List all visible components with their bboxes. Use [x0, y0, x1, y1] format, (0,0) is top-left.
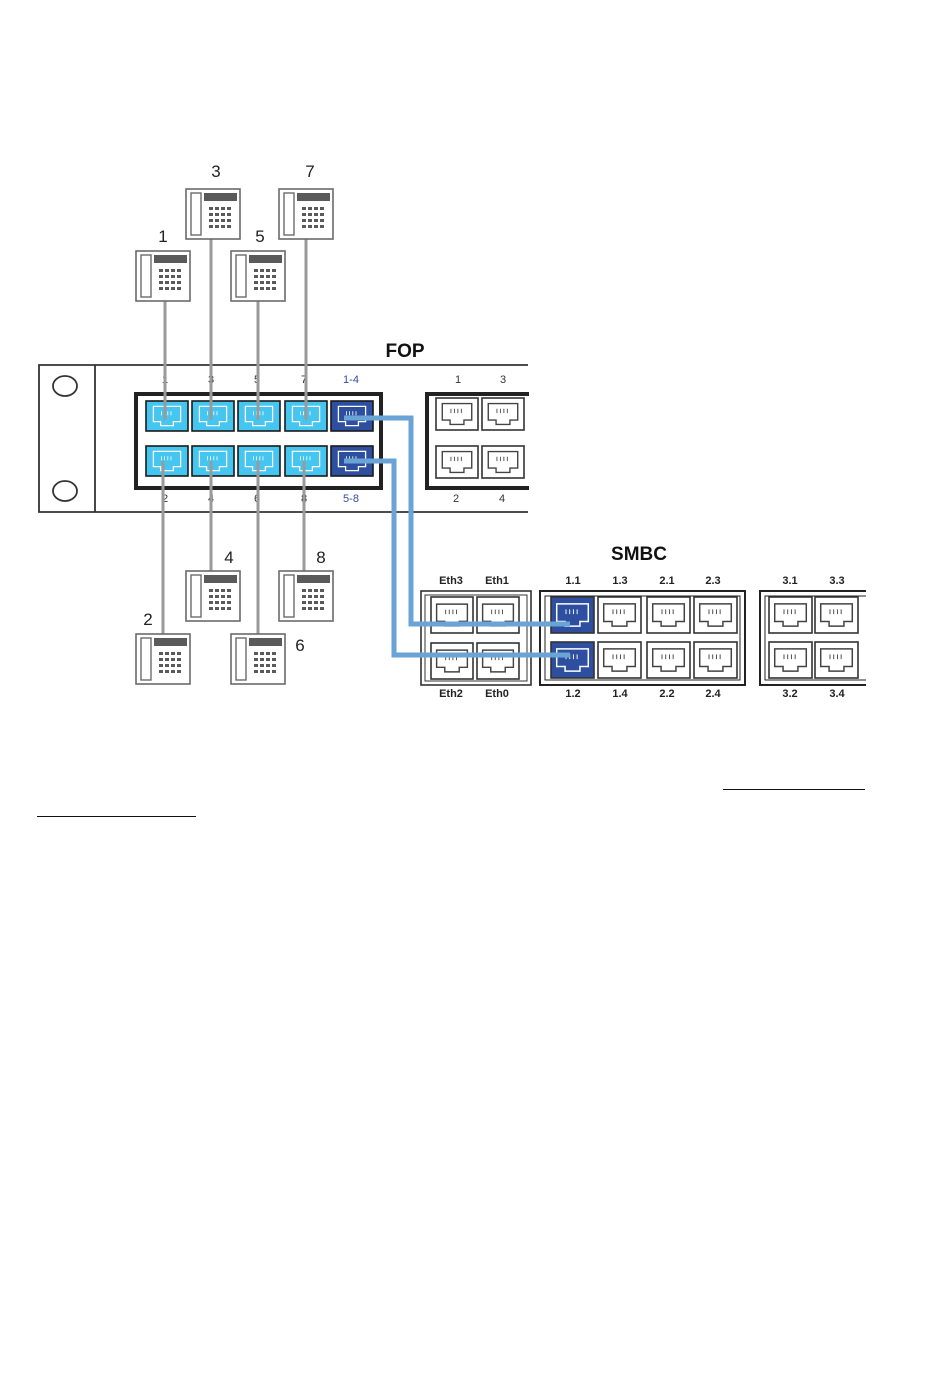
- desk-phone-icon: [136, 251, 190, 301]
- fop-side-port: [436, 398, 478, 430]
- fop-side-label: 3: [500, 374, 506, 386]
- fop-side-port: [436, 446, 478, 478]
- desk-phone-icon: [186, 189, 240, 239]
- fop-title: FOP: [385, 341, 424, 362]
- smbc-port-label: 1.1: [565, 575, 580, 587]
- phone-number-label: 3: [211, 162, 220, 181]
- smbc-port: [769, 597, 812, 633]
- fop-side-label: 2: [453, 493, 459, 505]
- fop-port: [192, 401, 234, 431]
- phone-number-label: 4: [224, 548, 233, 567]
- smbc-port-label: 2.2: [659, 688, 674, 700]
- mounting-hole-icon: [53, 481, 77, 501]
- smbc-eth-port: [431, 597, 473, 633]
- fop-rack-panel: [39, 360, 589, 520]
- desk-phone-icon: [231, 251, 285, 301]
- smbc-port: [598, 642, 641, 678]
- desk-phone-icon: [186, 571, 240, 621]
- smbc-eth-label: Eth2: [439, 688, 463, 700]
- smbc-port-label: 3.4: [829, 688, 845, 700]
- smbc-port-label: 3.1: [782, 575, 797, 587]
- smbc-eth-port: [477, 643, 519, 679]
- smbc-eth-label: Eth0: [485, 688, 509, 700]
- smbc-port: [769, 642, 812, 678]
- desk-phone-icon: [136, 634, 190, 684]
- smbc-port-label: 1.4: [612, 688, 628, 700]
- smbc-port: [694, 642, 737, 678]
- phone-number-label: 8: [316, 548, 325, 567]
- fop-side-label: 1: [455, 374, 461, 386]
- smbc-eth-port: [431, 643, 473, 679]
- phone-number-label: 2: [143, 610, 152, 629]
- phone-number-label: 7: [305, 162, 314, 181]
- smbc-eth-label: Eth3: [439, 575, 463, 587]
- smbc-eth-label: Eth1: [485, 575, 509, 587]
- desk-phone-icon: [279, 571, 333, 621]
- phone-number-label: 1: [158, 227, 167, 246]
- smbc-port: [598, 597, 641, 633]
- fop-port: [192, 446, 234, 476]
- smbc-port: [551, 597, 594, 633]
- smbc-port: [694, 597, 737, 633]
- smbc-port-label: 2.3: [705, 575, 720, 587]
- desk-phone-icon: [231, 634, 285, 684]
- smbc-port: [815, 597, 858, 633]
- phone-number-label: 6: [295, 636, 304, 655]
- fop-side-port: [482, 446, 524, 478]
- fop-port: [146, 446, 188, 476]
- fop-port: [285, 446, 327, 476]
- desk-phone-icon: [279, 189, 333, 239]
- fop-side-port: [482, 398, 524, 430]
- smbc-port-label: 1.3: [612, 575, 627, 587]
- phone-number-label: 5: [255, 227, 264, 246]
- smbc-port-label: 2.4: [705, 688, 721, 700]
- smbc-port-label: 3.3: [829, 575, 844, 587]
- smbc-port: [647, 597, 690, 633]
- smbc-port: [815, 642, 858, 678]
- smbc-eth-port: [477, 597, 519, 633]
- smbc-port-block: [431, 597, 858, 679]
- smbc-port: [551, 642, 594, 678]
- fop-side-label: 4: [499, 493, 505, 505]
- smbc-port-label: 3.2: [782, 688, 797, 700]
- mounting-hole-icon: [53, 376, 77, 396]
- divider-line: [723, 789, 865, 790]
- smbc-port-label: 1.2: [565, 688, 580, 700]
- smbc-port: [647, 642, 690, 678]
- smbc-port-label: 2.1: [659, 575, 674, 587]
- smbc-title: SMBC: [611, 544, 667, 565]
- fop-trunk-label: 5-8: [343, 493, 359, 505]
- fop-trunk-label: 1-4: [343, 374, 359, 386]
- fop-port: [146, 401, 188, 431]
- divider-line: [37, 816, 196, 817]
